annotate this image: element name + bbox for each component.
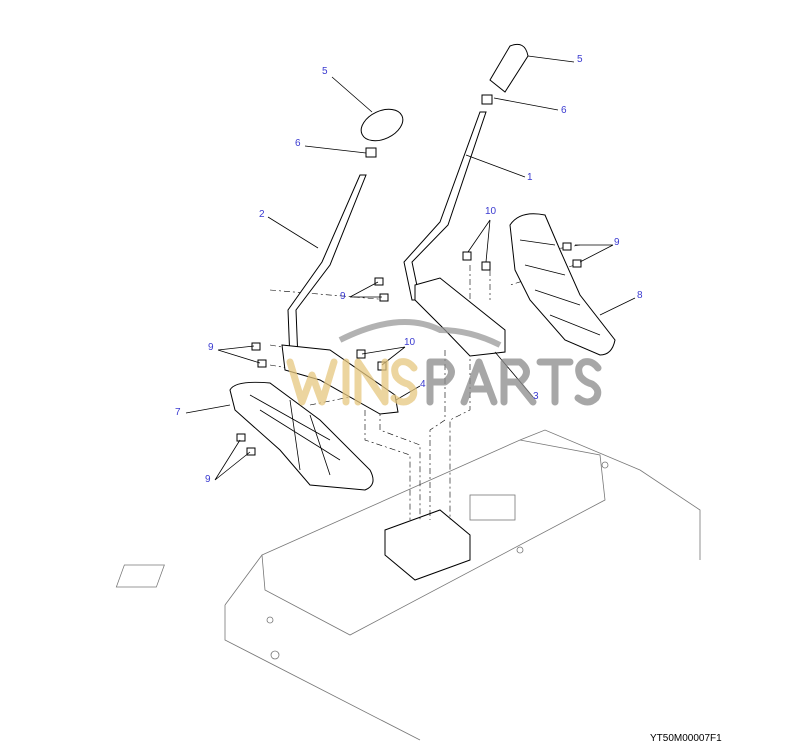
callout-2: 2 (259, 209, 265, 220)
watermark-lettering-wins (286, 358, 418, 406)
drawing-code: YT50M00007F1 (650, 733, 722, 744)
lever-1 (403, 43, 529, 301)
leader-lines (185, 55, 636, 481)
pedal-8 (509, 213, 616, 356)
callout-8: 8 (637, 290, 643, 301)
callout-4: 4 (420, 379, 426, 390)
callout-5-left: 5 (322, 66, 328, 77)
callout-10-lower: 10 (404, 337, 416, 348)
callout-7: 7 (175, 407, 181, 418)
callout-1: 1 (527, 172, 533, 183)
floor-plate (115, 429, 701, 741)
callout-6-left: 6 (295, 138, 301, 149)
callout-9-left: 9 (208, 342, 214, 353)
lever-2 (287, 108, 404, 361)
callout-9-mid: 9 (340, 291, 346, 302)
callout-5-right: 5 (577, 54, 583, 65)
callout-3: 3 (533, 391, 539, 402)
watermark-logo (286, 319, 602, 406)
callout-9-right: 9 (614, 237, 620, 248)
watermark-lettering-parts (426, 358, 602, 406)
callout-6-right: 6 (561, 105, 567, 116)
pedal-7 (229, 381, 374, 491)
callout-10-upper: 10 (485, 206, 497, 217)
callout-9-bottom: 9 (205, 474, 211, 485)
